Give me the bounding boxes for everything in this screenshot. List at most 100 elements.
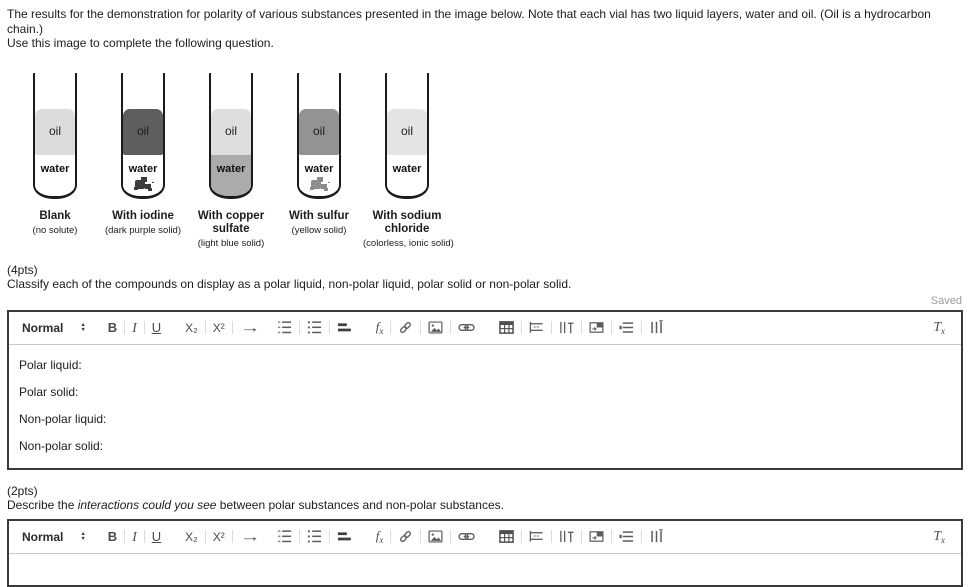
- link-button[interactable]: [455, 529, 478, 544]
- clear-formatting-button[interactable]: Tx: [930, 528, 948, 545]
- question-2-text: Describe the interactions could you see …: [7, 498, 504, 512]
- align-button[interactable]: [334, 320, 355, 335]
- editor-line[interactable]: Polar liquid:: [19, 357, 82, 372]
- merge-cells-button[interactable]: [586, 320, 607, 335]
- question-1-text: Classify each of the compounds on displa…: [7, 277, 572, 291]
- link-icon: [458, 529, 476, 544]
- oil-label: oil: [48, 123, 61, 138]
- row-properties-icon: [619, 529, 634, 544]
- column-properties-button[interactable]: [646, 320, 667, 335]
- column-properties-button[interactable]: [646, 529, 667, 544]
- oil-layer: [211, 108, 251, 155]
- oil-label: oil: [400, 123, 413, 138]
- equation-fx-icon: fx: [375, 527, 384, 545]
- toolbar-separator: [450, 530, 452, 543]
- text-format-group: B I U: [105, 530, 164, 544]
- merge-cells-button[interactable]: [586, 529, 607, 544]
- clear-formatting-button[interactable]: Tx: [930, 319, 948, 336]
- vial-caption: With iodine (dark purple solid): [99, 210, 187, 236]
- subscript-button[interactable]: X₂: [182, 322, 201, 334]
- underline-button[interactable]: U: [149, 530, 164, 543]
- merge-cells-icon: [589, 320, 604, 335]
- oil-layer: [35, 108, 75, 155]
- align-button[interactable]: [334, 529, 355, 544]
- vial-blank: oil water Blank (no solute): [11, 72, 99, 249]
- superscript-button[interactable]: X²: [210, 322, 228, 334]
- subscript-button[interactable]: X₂: [182, 531, 201, 543]
- insert-row-icon: [529, 320, 544, 335]
- equation-button[interactable]: fx: [373, 320, 387, 336]
- list-group: [274, 529, 355, 544]
- solid-precipitate: [218, 175, 244, 190]
- numbered-list-button[interactable]: [274, 529, 295, 544]
- toolbar-separator: [551, 530, 553, 543]
- vial-name: With sulfur: [289, 209, 349, 222]
- numbered-list-button[interactable]: [274, 320, 295, 335]
- question-2: (2pts) Describe the interactions could y…: [7, 484, 963, 513]
- water-label: water: [304, 162, 334, 175]
- paragraph-style-label: Normal: [22, 320, 64, 335]
- editor-line[interactable]: Non-polar solid:: [19, 438, 104, 453]
- test-tube: oil water: [385, 72, 429, 199]
- bulleted-list-icon: [307, 320, 322, 335]
- row-properties-icon: [619, 320, 634, 335]
- attachment-icon: [398, 529, 413, 544]
- insert-column-button[interactable]: [556, 529, 577, 544]
- toolbar-separator: [204, 530, 206, 543]
- bulleted-list-icon: [307, 529, 322, 544]
- toolbar-separator: [420, 321, 422, 334]
- link-button[interactable]: [455, 320, 478, 335]
- bold-button[interactable]: B: [105, 530, 120, 543]
- editor-line[interactable]: Non-polar liquid:: [19, 411, 107, 426]
- editor-1-content[interactable]: Polar liquid: Polar solid: Non-polar liq…: [9, 345, 961, 468]
- right-arrow-icon: →: [239, 529, 261, 544]
- insert-column-button[interactable]: [556, 320, 577, 335]
- insert-arrow-button[interactable]: →: [237, 530, 261, 543]
- image-button[interactable]: [425, 320, 446, 335]
- attachment-button[interactable]: [395, 320, 416, 335]
- superscript-button[interactable]: X²: [210, 531, 228, 543]
- row-properties-button[interactable]: [616, 529, 637, 544]
- vial-sulfur: oil water With sulfur (yellow solid): [275, 72, 363, 249]
- toolbar-separator: [298, 321, 300, 334]
- insert-table-button[interactable]: [496, 320, 517, 335]
- column-properties-icon: [649, 320, 664, 335]
- image-icon: [428, 320, 443, 335]
- insert-arrow-button[interactable]: →: [237, 321, 261, 334]
- toolbar-separator: [641, 321, 643, 334]
- underline-button[interactable]: U: [149, 321, 164, 334]
- paragraph-style-dropdown[interactable]: Normal ▲ ▼: [22, 530, 86, 544]
- editor-line[interactable]: Polar solid:: [19, 384, 79, 399]
- toolbar-separator: [611, 321, 613, 334]
- editor-2-content[interactable]: [9, 554, 961, 585]
- bold-button[interactable]: B: [105, 321, 120, 334]
- intro-text: The results for the demonstration for po…: [7, 7, 963, 51]
- row-properties-button[interactable]: [616, 320, 637, 335]
- toolbar-separator: [581, 530, 583, 543]
- equation-button[interactable]: fx: [373, 529, 387, 545]
- vial-note: (no solute): [32, 224, 78, 236]
- vial-note: (dark purple solid): [104, 224, 182, 236]
- table-icon: [499, 320, 515, 335]
- toolbar-separator: [611, 530, 613, 543]
- image-button[interactable]: [425, 529, 446, 544]
- table-icon: [499, 529, 515, 544]
- insert-row-button[interactable]: [526, 320, 547, 335]
- toolbar-right: Tx: [930, 319, 948, 336]
- table-group: [496, 320, 667, 335]
- water-label: water: [216, 162, 246, 175]
- rich-text-editor-2: Normal ▲ ▼ B I U X₂ X² →: [7, 518, 963, 587]
- bulleted-list-button[interactable]: [304, 529, 325, 544]
- attachment-button[interactable]: [395, 529, 416, 544]
- italic-button[interactable]: I: [129, 530, 140, 544]
- bulleted-list-button[interactable]: [304, 320, 325, 335]
- insert-row-button[interactable]: [526, 529, 547, 544]
- save-status: Saved: [930, 294, 962, 307]
- right-arrow-icon: →: [239, 320, 261, 335]
- oil-layer: [123, 108, 163, 155]
- italic-button[interactable]: I: [129, 321, 140, 335]
- paragraph-style-dropdown[interactable]: Normal ▲ ▼: [22, 321, 86, 335]
- solid-precipitate: [394, 175, 420, 190]
- toolbar-separator: [390, 530, 392, 543]
- insert-table-button[interactable]: [496, 529, 517, 544]
